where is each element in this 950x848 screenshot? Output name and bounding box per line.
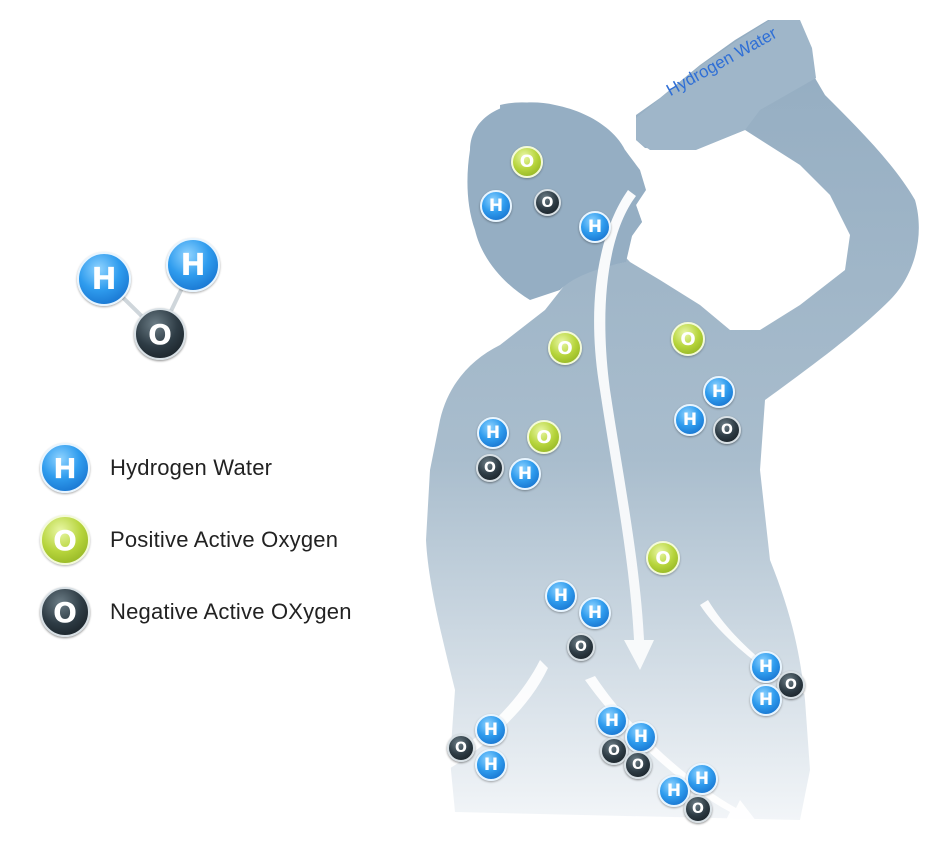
hydrogen-atom: H [703,376,735,408]
hydrogen-atom: H [579,211,611,243]
legend-item-positive-oxygen: O Positive Active Oxygen [40,515,338,565]
negative-oxygen-atom: O [567,633,595,661]
hydrogen-atom: H [579,597,611,629]
molecule-hydrogen-atom-2: H [166,238,220,292]
positive-oxygen-atom: O [671,322,705,356]
hydrogen-atom: H [475,749,507,781]
positive-oxygen-atom: O [527,420,561,454]
positive-oxygen-atom: O [511,146,543,178]
molecule-oxygen-atom: O [134,308,186,360]
body-silhouette [426,20,919,820]
negative-oxygen-atom-icon: O [40,587,90,637]
legend-label: Negative Active OXygen [110,599,352,624]
hydrogen-atom: H [686,763,718,795]
negative-oxygen-atom: O [600,737,628,765]
left-flow-arrow [405,660,548,790]
hydrogen-atom: H [545,580,577,612]
hydrogen-atom: H [625,721,657,753]
bottle-shape [636,20,816,150]
hydrogen-atom: H [750,651,782,683]
hydrogen-atom: H [750,684,782,716]
hydrogen-atom-icon: H [40,443,90,493]
legend-item-negative-oxygen: O Negative Active OXygen [40,587,352,637]
hydrogen-atom: H [477,417,509,449]
molecule-hydrogen-atom-1: H [77,252,131,306]
legend-item-hydrogen-water: H Hydrogen Water [40,443,272,493]
negative-oxygen-atom: O [624,751,652,779]
center-flow-arrow [585,676,760,826]
negative-oxygen-atom: O [713,416,741,444]
negative-oxygen-atom: O [447,734,475,762]
hydrogen-atom: H [475,714,507,746]
negative-oxygen-atom: O [684,795,712,823]
positive-oxygen-atom: O [646,541,680,575]
positive-oxygen-atom: O [548,331,582,365]
hydrogen-atom: H [480,190,512,222]
hydrogen-atom: H [596,705,628,737]
negative-oxygen-atom: O [476,454,504,482]
negative-oxygen-atom: O [534,189,561,216]
legend-label: Positive Active Oxygen [110,527,339,552]
hydrogen-atom: H [509,458,541,490]
positive-oxygen-atom-icon: O [40,515,90,565]
right-flow-arrow [700,600,864,734]
negative-oxygen-atom: O [777,671,805,699]
hydrogen-atom: H [674,404,706,436]
hydrogen-atom: H [658,775,690,807]
legend-label: Hydrogen Water [110,455,273,480]
